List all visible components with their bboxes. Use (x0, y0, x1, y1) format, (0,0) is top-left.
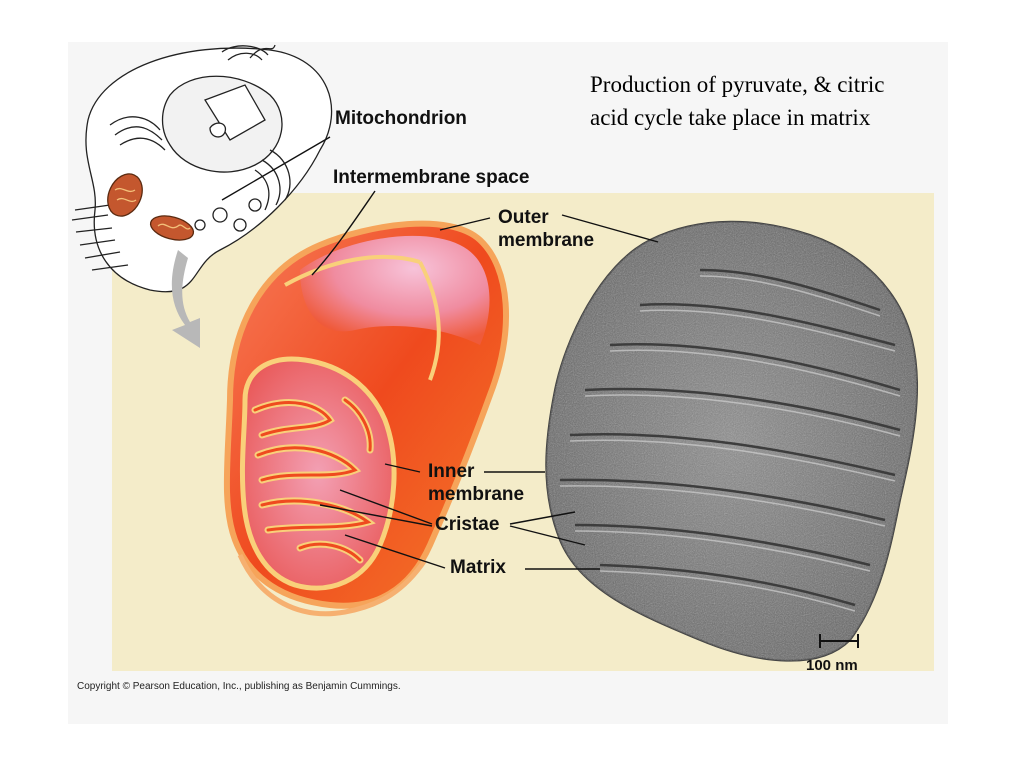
label-scale-bar: 100 nm (806, 657, 858, 674)
note-line-1: Production of pyruvate, & citric (590, 72, 885, 97)
label-intermembrane-space: Intermembrane space (333, 167, 530, 188)
zoom-arrow (171, 250, 200, 348)
label-inner-membrane-line1: Inner (428, 461, 475, 482)
leader-lines (221, 136, 659, 570)
scale-bar-line (819, 634, 859, 648)
label-inner-membrane-line2: membrane (428, 484, 525, 505)
electron-micrograph (545, 220, 919, 662)
label-cristae: Cristae (435, 514, 500, 535)
label-outer-membrane-line2: membrane (498, 230, 595, 251)
label-mitochondrion: Mitochondrion (335, 108, 467, 129)
label-outer-membrane-line1: Outer (498, 207, 549, 228)
note-line-2: acid cycle take place in matrix (590, 105, 871, 130)
cell-sketch (71, 44, 333, 293)
mitochondrion-diagram (223, 220, 510, 617)
annotation-note: Production of pyruvate, & citric acid cy… (590, 68, 990, 134)
label-matrix: Matrix (450, 557, 506, 578)
copyright-notice: Copyright © Pearson Education, Inc., pub… (77, 681, 401, 692)
